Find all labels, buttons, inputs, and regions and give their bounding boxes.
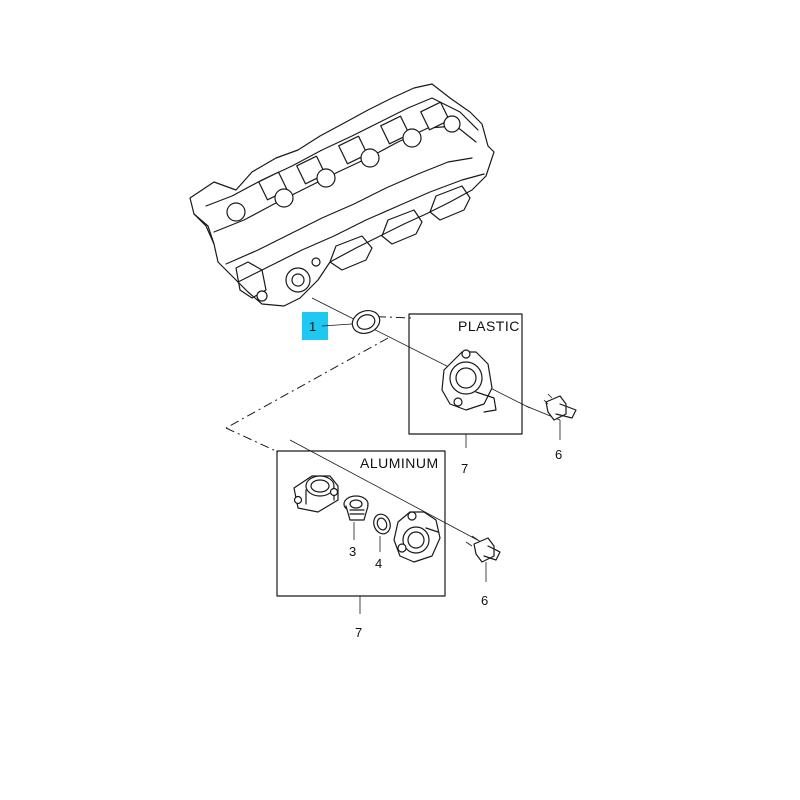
callout-plastic-assembly: 7: [461, 461, 468, 476]
plastic-label: PLASTIC: [458, 318, 520, 334]
callout-seal-ring: 4: [375, 556, 382, 571]
callout-thermostat: 3: [349, 544, 356, 559]
bolt-aluminum: [465, 535, 501, 563]
aluminum-thermostat-housing: [293, 475, 339, 513]
cylinder-head: [189, 83, 495, 307]
bolt-plastic: [543, 393, 577, 421]
plastic-thermostat-housing: [441, 349, 497, 413]
gasket-ring: [351, 310, 381, 334]
callout-gasket: 1: [309, 319, 316, 334]
callout-aluminum-assembly: 7: [355, 625, 362, 640]
aluminum-label: ALUMINUM: [360, 455, 439, 471]
callout-bolt-plastic: 6: [555, 447, 562, 462]
plastic-group: PLASTIC 7: [408, 313, 523, 476]
callout-bolt-aluminum: 6: [481, 593, 488, 608]
thermostat: [343, 495, 369, 521]
phantom-lines: [225, 315, 413, 453]
aluminum-group: ALUMINUM 3 4: [276, 450, 446, 597]
aluminum-outlet: [393, 511, 441, 563]
seal-ring: [373, 513, 391, 535]
